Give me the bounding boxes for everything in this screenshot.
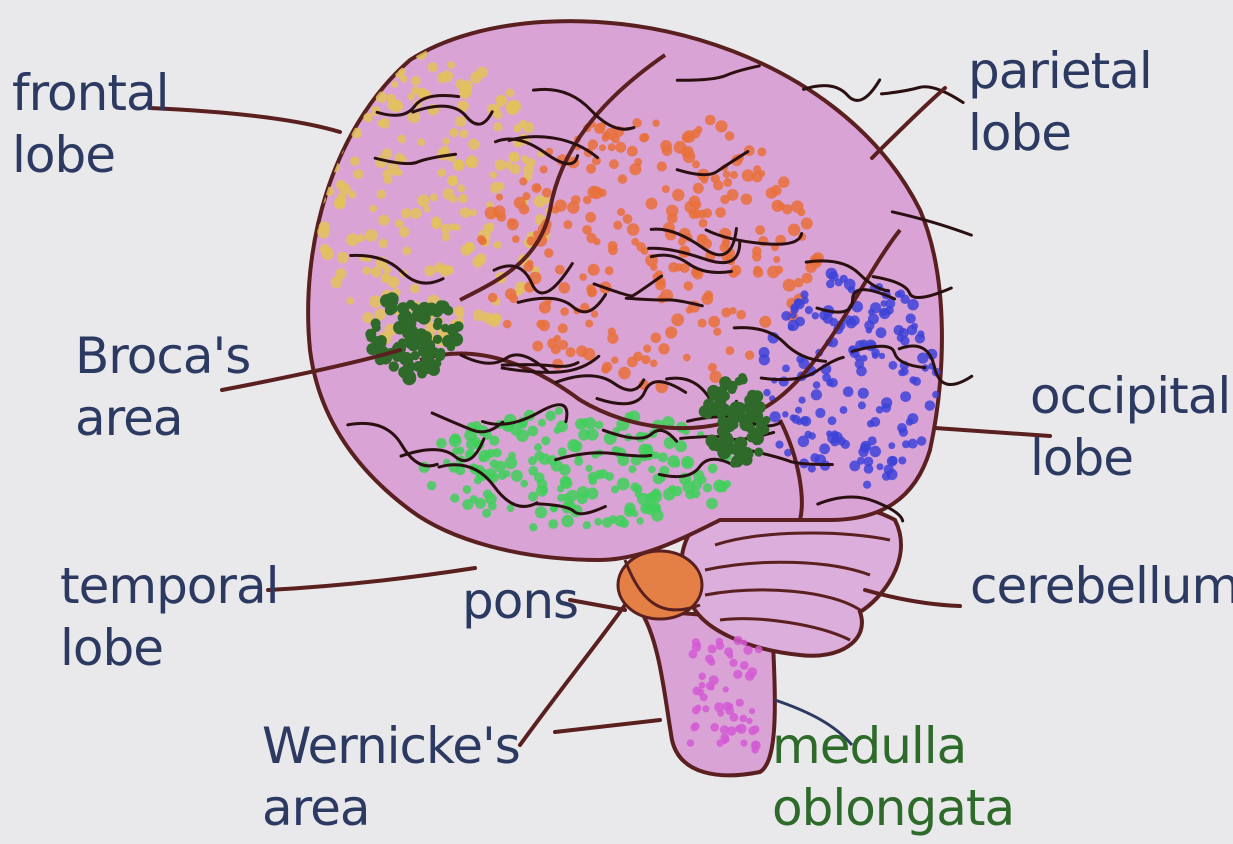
leader-line-pons (570, 600, 625, 610)
leader-line-wernicke-2 (555, 720, 660, 732)
label-parietal-lobe: parietal lobe (968, 40, 1152, 164)
label-brocas-area: Broca's area (75, 325, 250, 449)
leader-line-temporal (268, 568, 475, 590)
cerebrum-shape (308, 21, 942, 560)
label-wernickes-area: Wernicke's area (262, 715, 520, 839)
label-pons: pons (462, 570, 578, 632)
leader-line-parietal (872, 88, 945, 158)
label-occipital-lobe: occipital lobe (1030, 365, 1230, 489)
leader-line-frontal (150, 108, 340, 132)
label-frontal-lobe: frontal lobe (12, 62, 168, 186)
label-medulla-oblongata: medulla oblongata (772, 715, 1014, 839)
label-cerebellum: cerebellum (970, 555, 1233, 617)
label-temporal-lobe: temporal lobe (60, 555, 279, 679)
